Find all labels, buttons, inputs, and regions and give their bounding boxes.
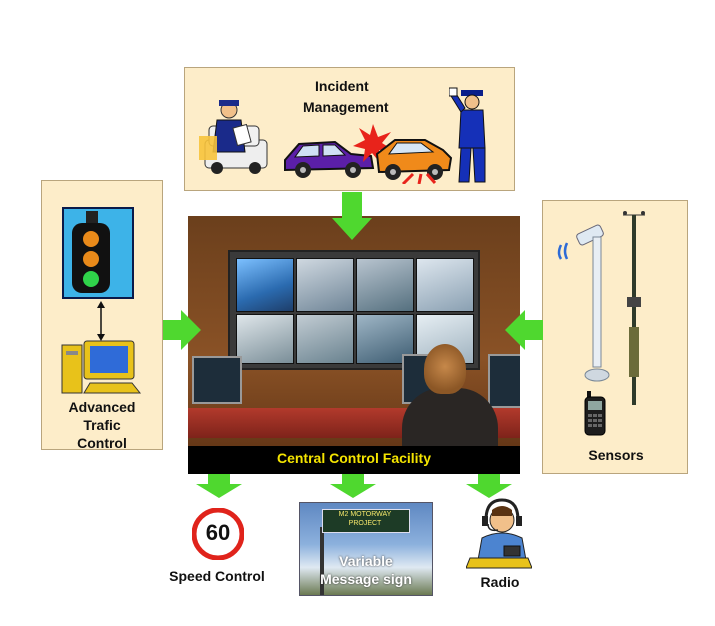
video-wall-screen xyxy=(236,258,294,312)
vms-label-line1: Variable xyxy=(339,553,393,569)
traffic-label-line1: Advanced xyxy=(68,399,136,415)
vms-board xyxy=(322,509,410,533)
sensor-pole-icon xyxy=(557,224,610,382)
traffic-officer-icon xyxy=(449,87,486,183)
speed-limit-sign-icon xyxy=(192,508,244,560)
double-arrow-icon xyxy=(97,301,105,341)
crash-burst-icon xyxy=(353,124,393,164)
control-facility-label: Central Control Facility xyxy=(276,450,432,466)
vms-board-line1: M2 MOTORWAY xyxy=(338,511,392,518)
arrow-down-vms xyxy=(330,474,376,498)
orange-car-icon xyxy=(375,139,453,184)
sensors-label: Sensors xyxy=(588,447,644,463)
arrow-left-sensors xyxy=(505,310,543,350)
video-wall-screen xyxy=(296,258,354,312)
arrow-right-traffic xyxy=(163,310,201,350)
mobile-phone-icon xyxy=(584,391,606,436)
variable-message-sign-photo: M2 MOTORWAY PROJECT Variable Message sig… xyxy=(299,502,433,596)
traffic-light-icon xyxy=(62,207,134,299)
arrow-down-incident xyxy=(332,192,372,240)
video-wall-screen xyxy=(236,314,294,364)
police-officer-notepad-icon xyxy=(199,100,268,174)
radio-operator-icon xyxy=(466,498,532,569)
incident-label-line1: Incident xyxy=(315,78,369,94)
purple-car-icon xyxy=(284,140,375,178)
video-wall-screen xyxy=(296,314,354,364)
advanced-traffic-control-panel: Advanced Trafic Control xyxy=(41,180,163,451)
vms-pole xyxy=(320,527,324,595)
arrow-down-speed xyxy=(196,474,242,498)
speed-sign-value: 60 xyxy=(205,520,231,545)
traffic-label-line3: Control xyxy=(77,435,127,451)
traffic-label-line2: Trafic xyxy=(83,417,121,433)
incident-label-line2: Management xyxy=(303,99,389,115)
speed-control-label: Speed Control xyxy=(169,568,265,584)
vms-board-line2: PROJECT xyxy=(348,520,382,527)
control-facility-caption-bar xyxy=(188,446,520,474)
control-room-photo xyxy=(188,216,520,474)
arrow-down-radio xyxy=(466,474,512,498)
sensors-panel: Sensors xyxy=(542,200,688,474)
desk-monitor xyxy=(488,354,520,408)
desk-monitor xyxy=(192,356,242,404)
video-wall-screen xyxy=(416,258,474,312)
vms-label-line2: Message sign xyxy=(320,571,412,587)
operator-head xyxy=(424,344,466,394)
incident-management-panel: Incident Management xyxy=(184,67,515,191)
computer-icon xyxy=(61,340,142,394)
video-wall-screen xyxy=(356,258,414,312)
weather-mast-icon xyxy=(623,211,645,405)
radio-label: Radio xyxy=(480,574,520,590)
